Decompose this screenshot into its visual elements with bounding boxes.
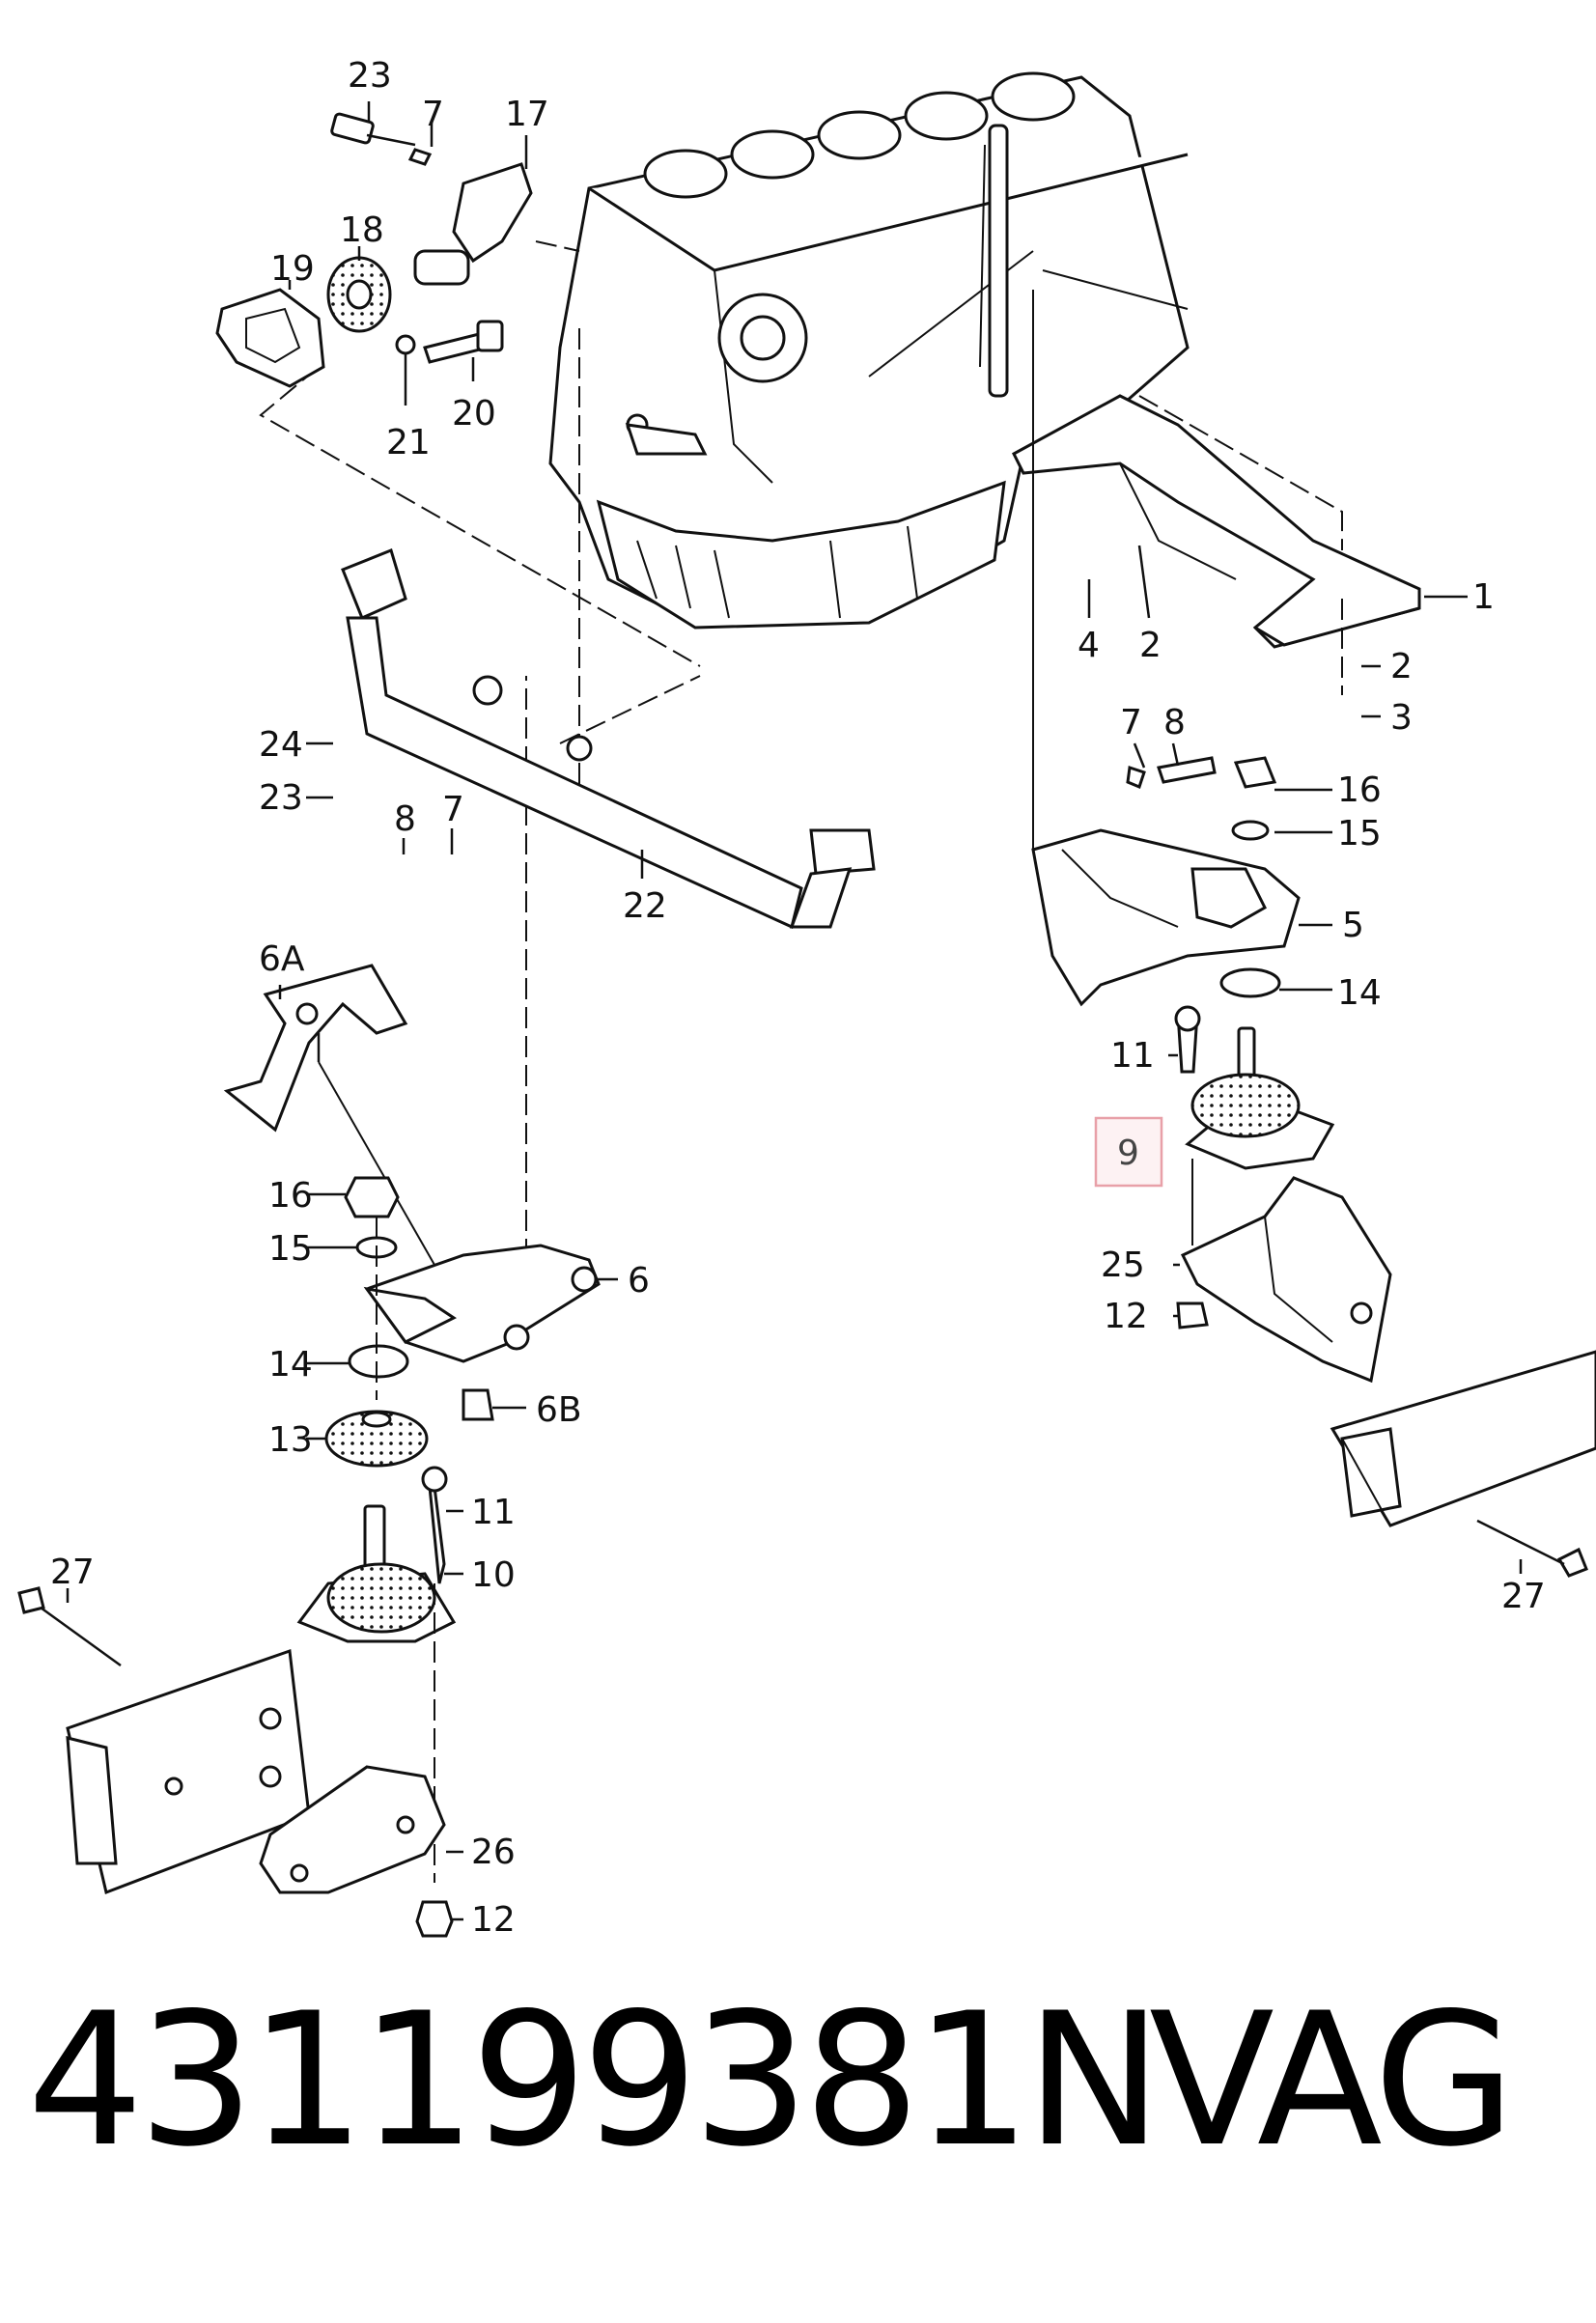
callout-7-top: 7: [422, 95, 444, 134]
callout-3: 3: [1390, 698, 1413, 738]
callout-25: 25: [1101, 1245, 1145, 1285]
callout-23-left: 23: [259, 778, 303, 818]
callout-24: 24: [259, 725, 303, 765]
callout-5: 5: [1342, 906, 1364, 945]
engine-support-bracket: [1012, 394, 1421, 649]
leader-lines: [66, 101, 1523, 1921]
callout-13: 13: [268, 1420, 313, 1460]
callout-2-washer: 2: [1390, 647, 1413, 686]
left-mount-bracket: [223, 964, 601, 1421]
callout-6B: 6B: [536, 1390, 582, 1430]
callout-7-right: 7: [1120, 703, 1142, 742]
callout-15-left: 15: [268, 1229, 313, 1269]
callout-17: 17: [505, 95, 549, 134]
callout-11-left: 11: [471, 1493, 516, 1532]
callout-9-highlight: [1094, 1116, 1163, 1188]
callout-7-left: 7: [442, 790, 464, 829]
callout-8-left: 8: [394, 799, 416, 839]
callout-labels: 23 7 17 18 19 20 21 1 4 2 2 3 7 8 16 15 …: [50, 56, 1546, 1940]
rear-mount-cluster: [215, 112, 533, 388]
callout-14-right: 14: [1337, 973, 1382, 1013]
brand-name: VAG: [1149, 1973, 1516, 2187]
callout-12-right: 12: [1104, 1297, 1148, 1336]
callout-16-right: 16: [1337, 770, 1382, 810]
callout-26: 26: [471, 1833, 516, 1872]
right-mount-bracket: [1031, 756, 1301, 1007]
callout-6: 6: [628, 1261, 650, 1301]
callout-9: 9: [1117, 1134, 1139, 1173]
callout-23-top: 23: [348, 56, 392, 96]
callout-8-right: 8: [1163, 703, 1186, 742]
callout-2-bracket: 2: [1139, 626, 1162, 665]
crossmember-tube: [341, 547, 876, 930]
right-frame-rail: [1176, 1176, 1596, 1578]
callout-4: 4: [1078, 626, 1100, 665]
right-engine-mount: [1174, 1005, 1335, 1245]
callout-1: 1: [1472, 577, 1495, 617]
callout-14-left: 14: [268, 1345, 313, 1385]
left-frame-rail: [17, 1586, 454, 1938]
callout-11-right: 11: [1110, 1036, 1155, 1076]
callout-22: 22: [623, 886, 667, 926]
callout-12-left: 12: [471, 1900, 516, 1940]
callout-10: 10: [471, 1555, 516, 1595]
part-number: 431199381N: [27, 1989, 1162, 2172]
callout-20: 20: [452, 394, 496, 434]
callout-27-left: 27: [50, 1553, 95, 1592]
callout-18: 18: [340, 210, 384, 250]
callout-6A: 6A: [259, 939, 305, 979]
left-engine-mount: [296, 1466, 457, 1883]
callout-27-right: 27: [1501, 1577, 1546, 1616]
callout-21: 21: [386, 423, 431, 462]
engine-block: [548, 71, 1190, 630]
callout-19: 19: [270, 249, 315, 289]
callout-16-left: 16: [268, 1176, 313, 1216]
callout-15-right: 15: [1337, 814, 1382, 854]
part-number-main: 43119938: [27, 1973, 920, 2187]
part-number-suffix: 1N: [914, 1973, 1162, 2187]
left-hardware-stack: [324, 1176, 429, 1468]
